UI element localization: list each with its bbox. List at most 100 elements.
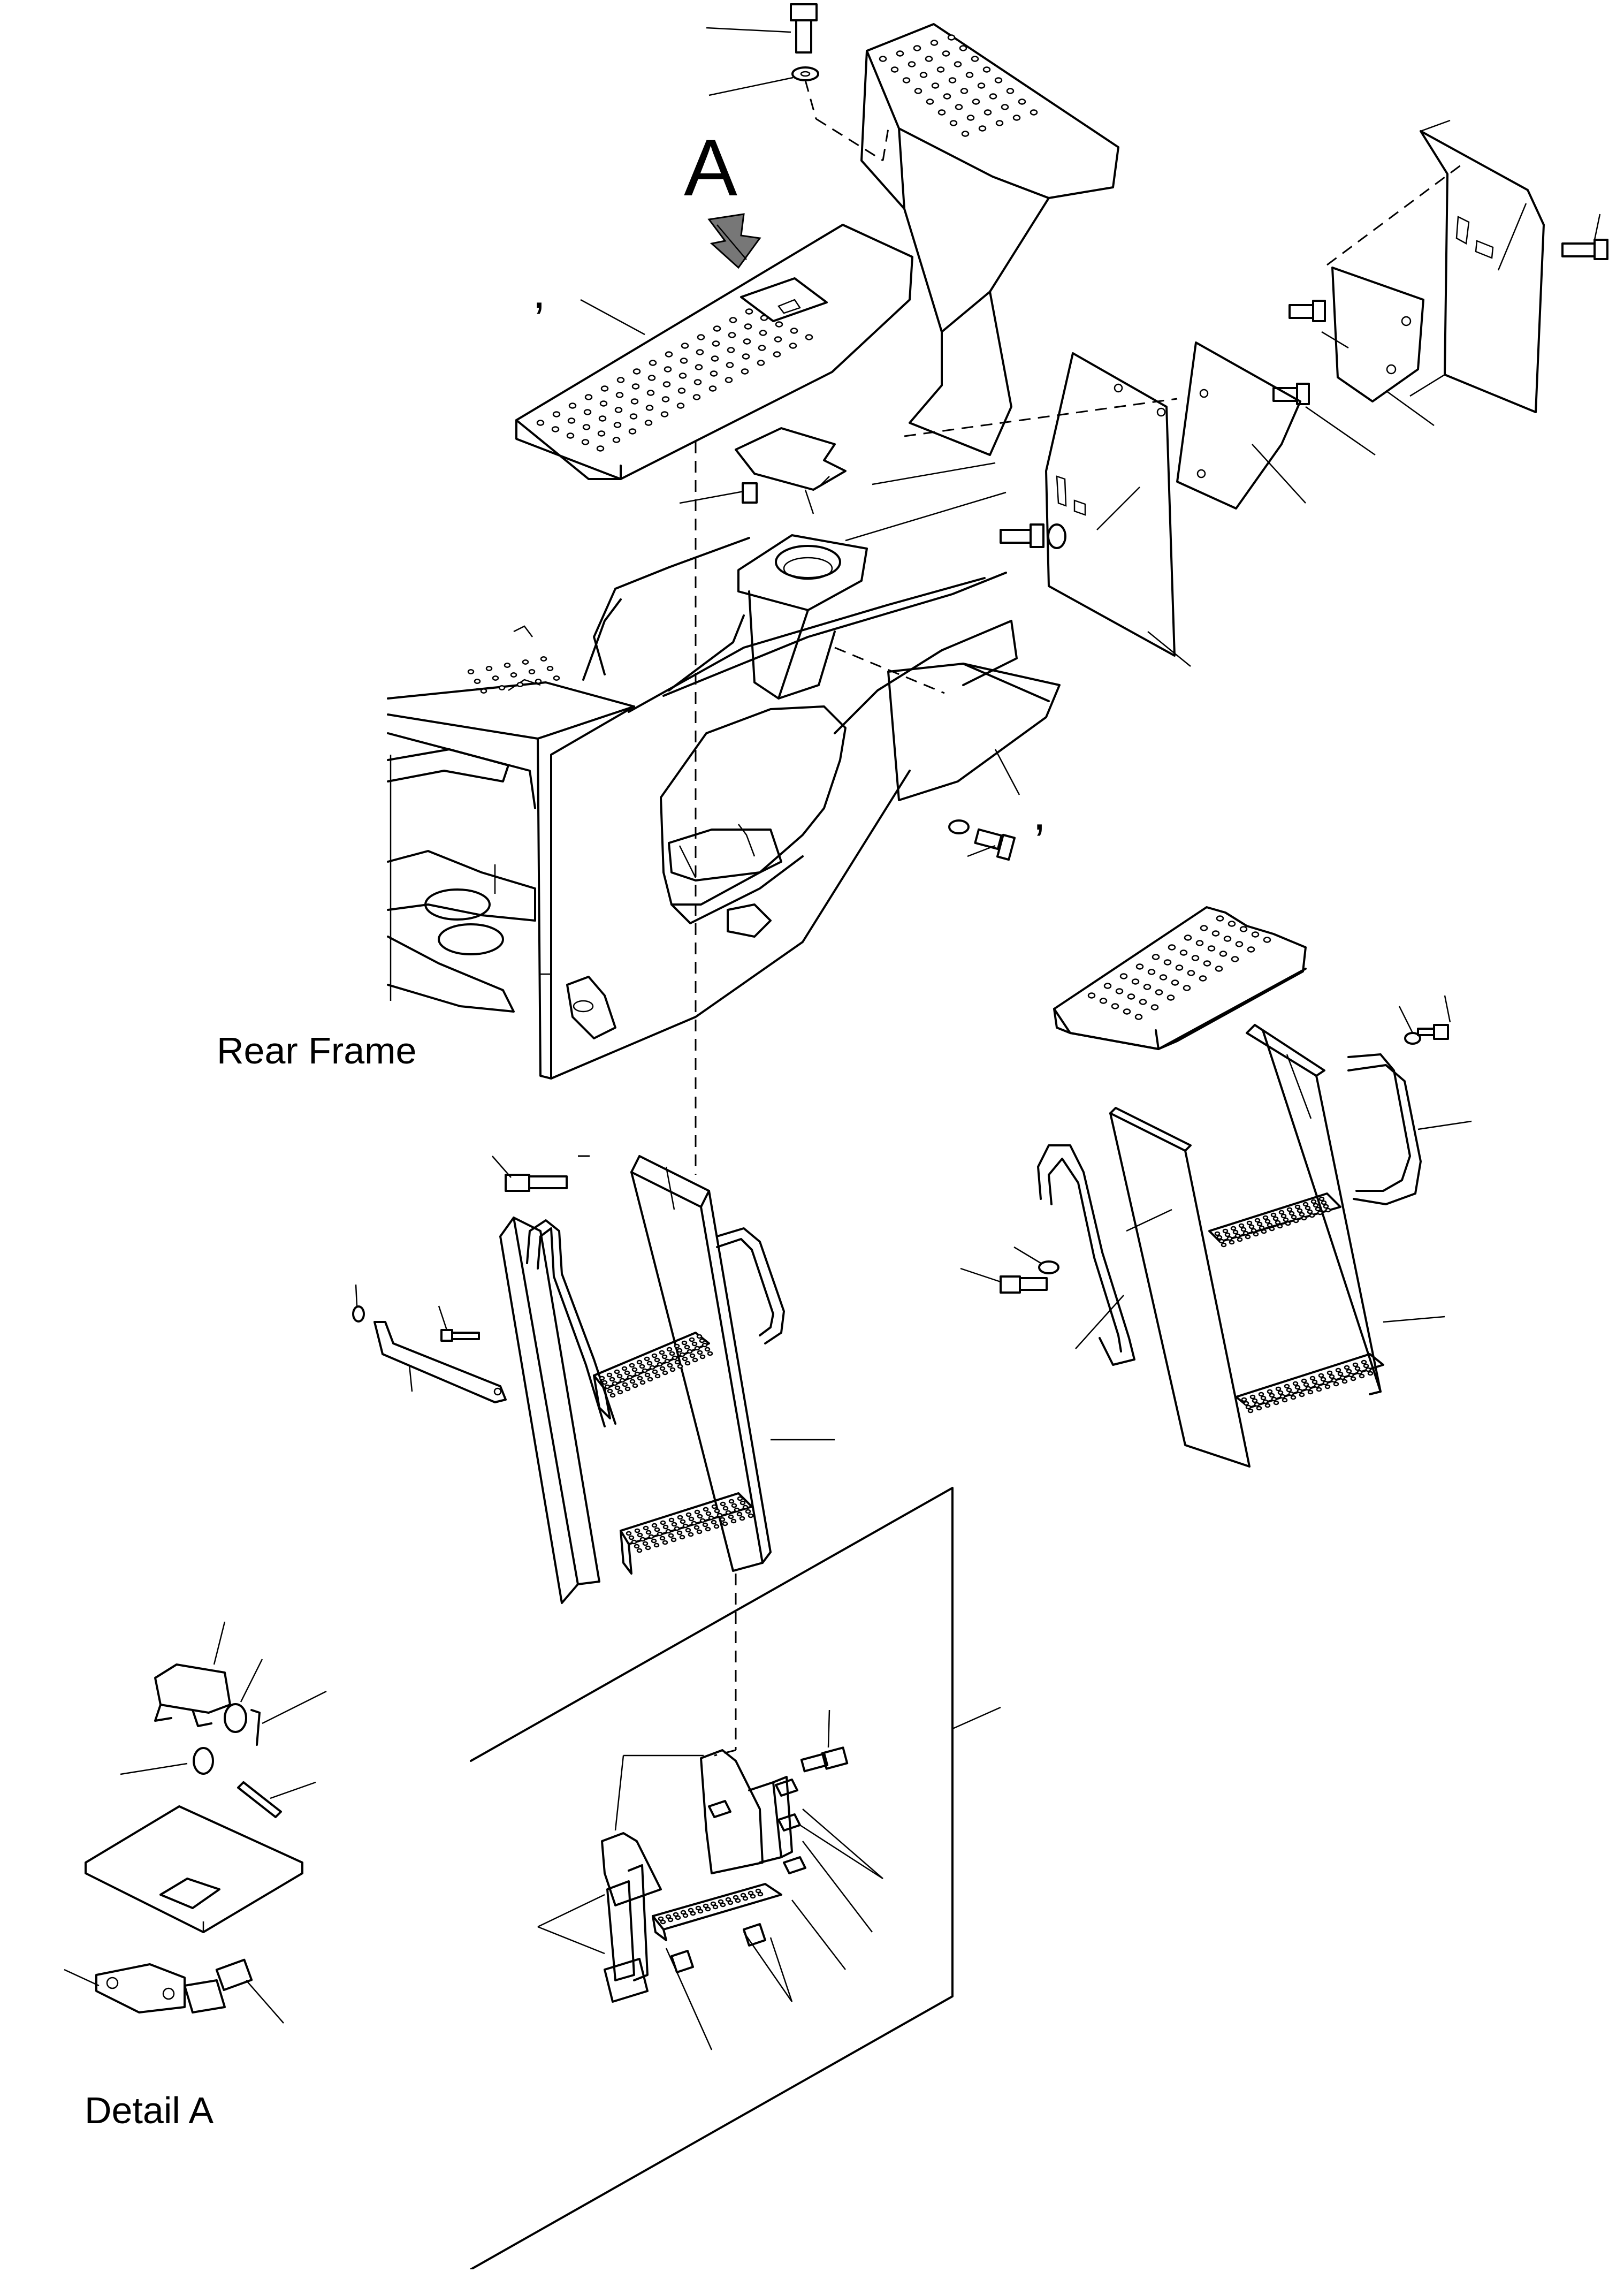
step-hole <box>1171 979 1179 986</box>
deck-hole <box>552 411 561 417</box>
tread-hole <box>1293 1218 1299 1224</box>
tread-hole <box>1297 1388 1303 1394</box>
tread-hole <box>711 1519 717 1525</box>
step-hole <box>1135 963 1144 970</box>
step-hole <box>1152 954 1160 960</box>
tread-hole <box>679 1352 685 1357</box>
mount-hole <box>680 1910 687 1915</box>
tread-hole <box>728 1499 735 1504</box>
tread-hole <box>682 1356 688 1362</box>
tread-hole <box>1363 1363 1369 1369</box>
tread-hole <box>1292 1381 1299 1386</box>
step-hole <box>1147 969 1156 975</box>
tread-hole <box>681 1340 688 1346</box>
tread-hole <box>643 1525 649 1531</box>
tread-hole <box>722 1521 728 1526</box>
tread-hole <box>639 1364 645 1369</box>
riser-hole <box>914 88 922 94</box>
tread-hole <box>1269 1393 1275 1398</box>
tread-hole <box>1240 1227 1247 1232</box>
tread-hole <box>1273 1400 1279 1405</box>
detail-a-label: Detail A <box>85 2089 214 2131</box>
mount-hole <box>660 1919 666 1925</box>
tread-hole <box>662 1524 669 1530</box>
tread-hole <box>676 1348 683 1353</box>
riser-hole <box>902 77 911 83</box>
tread-hole <box>1331 1378 1337 1383</box>
tread-hole <box>634 1544 640 1549</box>
tread-hole <box>1329 1374 1335 1379</box>
deck-hole <box>584 394 593 400</box>
mount-hole <box>720 1902 726 1908</box>
tread-hole <box>626 1531 632 1536</box>
tread-hole <box>1284 1384 1290 1389</box>
tread-hole <box>720 1501 726 1507</box>
tread-hole <box>1305 1205 1311 1211</box>
tread-hole <box>636 1548 643 1553</box>
step-hole <box>1139 999 1147 1005</box>
tread-hole <box>1325 1207 1331 1213</box>
frame-hole <box>504 663 511 668</box>
tread-hole <box>705 1526 711 1532</box>
riser-hole <box>936 66 945 73</box>
tread-hole <box>699 1518 706 1523</box>
riser-hole <box>1030 109 1038 116</box>
tread-hole <box>1238 1223 1245 1228</box>
deck-hole <box>775 321 783 328</box>
medium-panel-bolt <box>1272 300 1376 456</box>
tread-hole <box>697 1514 703 1519</box>
tread-hole <box>1337 1371 1344 1377</box>
mount-hole <box>735 1898 741 1903</box>
tread-hole <box>694 1346 700 1351</box>
tread-hole <box>708 1515 714 1521</box>
tread-hole <box>659 1366 666 1371</box>
riser-hole <box>913 45 921 51</box>
tread-hole <box>1216 1235 1223 1240</box>
riser-hole <box>960 88 969 94</box>
left-side-panel <box>1045 352 1191 667</box>
tread-hole <box>1267 1389 1273 1394</box>
deck-hole <box>646 390 655 396</box>
tread-hole <box>1275 1386 1282 1392</box>
step-hole <box>1127 993 1135 1000</box>
tread-hole <box>687 1349 693 1354</box>
deck-hole <box>711 355 719 362</box>
tread-hole <box>639 1380 646 1385</box>
deck-hole <box>713 325 721 332</box>
tread-hole <box>644 1372 651 1378</box>
deck-hole <box>597 430 606 437</box>
tread-hole <box>702 1342 708 1348</box>
tread-hole <box>599 1376 605 1381</box>
tread-hole <box>716 1513 723 1518</box>
tread-hole <box>680 1519 686 1524</box>
right-step-holes <box>1087 915 1271 1020</box>
deck-hole <box>566 432 575 439</box>
left-ladder <box>499 442 835 1750</box>
tread-hole <box>634 1528 641 1533</box>
tread-hole <box>1260 1395 1267 1401</box>
riser-hole <box>890 66 899 73</box>
tread-hole <box>651 1353 658 1358</box>
tread-hole <box>1333 1381 1339 1387</box>
deck-hole <box>647 375 656 381</box>
tread-hole <box>659 1350 665 1355</box>
tread-hole <box>745 1509 751 1514</box>
tread-hole <box>1294 1385 1301 1390</box>
tread-hole <box>689 1353 696 1358</box>
tread-hole <box>739 1500 746 1506</box>
tread-hole <box>1346 1369 1352 1374</box>
pedestal-mount <box>737 462 1007 700</box>
tread-hole <box>1229 1240 1235 1245</box>
tread-hole <box>1277 1224 1283 1229</box>
tread-hole <box>1301 1378 1307 1384</box>
step-hole <box>1263 937 1271 943</box>
deck-hole <box>631 383 640 390</box>
deck-hole <box>632 368 641 375</box>
tread-hole <box>668 1533 674 1538</box>
tread-hole <box>1221 1242 1227 1248</box>
tread-hole <box>1297 1208 1303 1213</box>
tread-hole <box>1288 1391 1294 1396</box>
tread-hole <box>1214 1231 1221 1236</box>
tread-hole <box>644 1356 650 1362</box>
